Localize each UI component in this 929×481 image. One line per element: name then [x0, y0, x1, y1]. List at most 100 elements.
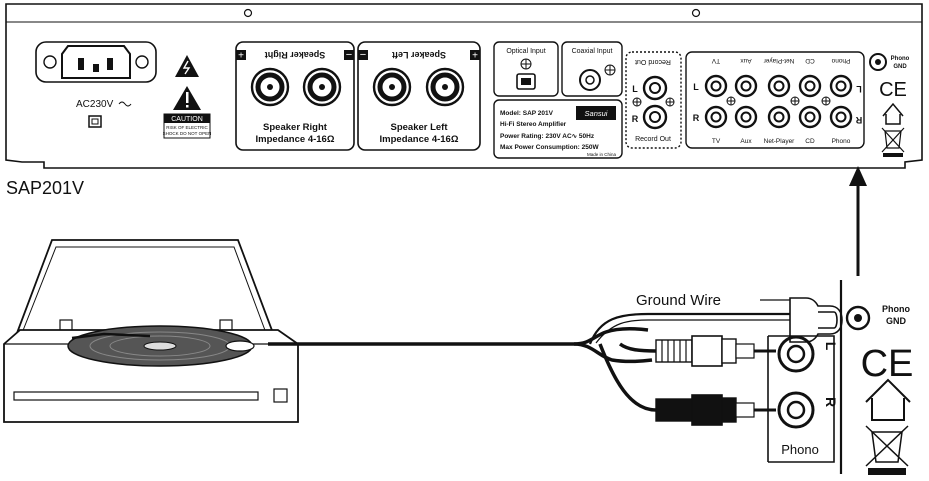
- jack-tv-left[interactable]: [704, 74, 728, 98]
- screw-icon: [691, 8, 701, 18]
- input-label-tv: TV: [712, 138, 721, 145]
- speaker-terminal-positive[interactable]: [425, 67, 465, 107]
- input-jacks-left-channel: [704, 74, 853, 98]
- speaker-terminal-negative[interactable]: [302, 67, 342, 107]
- inputs-R-left: R: [693, 113, 700, 123]
- callout-channel-R: R: [823, 397, 839, 407]
- ac-wave-icon: [118, 101, 132, 107]
- model-info-box: Model: SAP 201V Hi-Fi Stereo Amplifier P…: [493, 99, 623, 159]
- callout-phono-gnd-line1: Phono: [882, 304, 910, 314]
- inputs-R-right-mirrored: R: [855, 115, 862, 125]
- speaker-terminal-negative[interactable]: [372, 67, 412, 107]
- jack-aux-left[interactable]: [734, 74, 758, 98]
- input-label-net-player: Net-Player: [764, 138, 796, 145]
- info-model: Model: SAP 201V: [500, 110, 554, 117]
- record-out-label: Record Out: [635, 136, 671, 143]
- inputs-L-left: L: [693, 82, 699, 92]
- speaker-right-title: Speaker Right: [263, 122, 328, 133]
- ground-wire-label: Ground Wire: [636, 292, 721, 309]
- jack-cd-right[interactable]: [798, 105, 822, 129]
- speaker-left-terminals: − + Speaker Left Speaker Left Impedance …: [357, 41, 481, 151]
- optical-input-label: Optical Input: [506, 48, 545, 55]
- input-label-top-tv: TV: [711, 57, 720, 64]
- caution-title: CAUTION: [171, 116, 203, 123]
- input-label-top-phono: Phono: [831, 57, 850, 64]
- brand-logo: [576, 106, 616, 120]
- panel-ce-mark: CE: [879, 79, 907, 101]
- panel-phono-gnd-terminal[interactable]: [869, 53, 887, 71]
- record-out-left-jack[interactable]: [642, 75, 668, 101]
- record-out-L: L: [632, 84, 638, 94]
- svg-text:−: −: [346, 49, 352, 61]
- amplifier-rear-panel: AC230V CAUTION RISK OF ELECTRIC SHOCK DO…: [5, 3, 923, 169]
- callout-channel-L: L: [823, 342, 839, 351]
- inputs-L-right-mirrored: L: [856, 84, 862, 94]
- speaker-left-impedance: Impedance 4-16Ω: [380, 134, 459, 145]
- tonearm-icon: [71, 332, 151, 340]
- model-label: SAP201V: [6, 178, 84, 198]
- double-insulation-icon: [88, 115, 102, 128]
- speaker-left-title: Speaker Left: [390, 122, 448, 133]
- record-out-R: R: [632, 114, 639, 124]
- callout-phono-gnd-line2: GND: [886, 316, 907, 326]
- phono-callout-panel: L R Phono: [767, 280, 843, 474]
- info-description: Hi-Fi Stereo Amplifier: [500, 121, 567, 128]
- ground-screw-icon: [726, 96, 831, 106]
- jack-tv-right[interactable]: [704, 105, 728, 129]
- panel-phono-gnd-line2: GND: [893, 64, 907, 70]
- up-arrow-icon: [849, 166, 867, 276]
- speaker-right-impedance: Impedance 4-16Ω: [256, 134, 335, 145]
- screw-icon: [243, 8, 253, 18]
- info-power-rating: Power Rating: 230V AC∿ 50Hz: [500, 133, 595, 140]
- info-consumption: Max Power Consumption: 250W: [500, 144, 599, 151]
- indoor-use-icon: [882, 102, 904, 125]
- input-label-top-aux: Aux: [740, 57, 752, 64]
- input-label-aux: Aux: [740, 138, 752, 145]
- input-label-top-net-player: Net-Player: [763, 57, 795, 64]
- optical-input[interactable]: Optical Input: [493, 41, 559, 97]
- speaker-left-mirrored-label: Speaker Left: [392, 50, 446, 60]
- panel-phono-gnd-line1: Phono: [891, 56, 910, 62]
- callout-phono-gnd-terminal[interactable]: [845, 305, 871, 331]
- input-jacks-right-channel: [704, 105, 853, 129]
- caution-warning-icon: [173, 86, 201, 110]
- power-label: AC230V: [76, 99, 114, 110]
- svg-text:+: +: [238, 51, 244, 62]
- svg-text:−: −: [360, 49, 366, 61]
- rca-plug-right: [655, 394, 776, 426]
- callout-phono-label: Phono: [781, 442, 819, 457]
- turntable: [3, 239, 299, 423]
- coaxial-input[interactable]: Coaxial Input: [561, 41, 623, 97]
- caution-text-1: RISK OF ELECTRIC: [166, 125, 208, 130]
- input-label-phono: Phono: [832, 138, 851, 145]
- speaker-right-terminals: + − Speaker Right Speaker Right Impedanc…: [235, 41, 355, 151]
- record-out-right-jack[interactable]: [642, 104, 668, 130]
- turntable-button[interactable]: [273, 388, 288, 403]
- coaxial-input-label: Coaxial Input: [572, 48, 613, 55]
- input-label-cd: CD: [805, 138, 815, 145]
- caution-text-2: SHOCK DO NOT OPEN: [163, 131, 212, 136]
- speaker-terminal-positive[interactable]: [250, 67, 290, 107]
- jack-phono-right[interactable]: [829, 105, 853, 129]
- line-inputs-section: L R L R TV Aux Net-Player CD Phono: [685, 51, 865, 149]
- jack-net-player-left[interactable]: [767, 74, 791, 98]
- jack-net-player-right[interactable]: [767, 105, 791, 129]
- rca-plug-left: [655, 335, 776, 367]
- weee-bin-icon: [881, 127, 905, 157]
- power-inlet[interactable]: [35, 41, 157, 83]
- input-label-top-cd: CD: [805, 57, 815, 64]
- jack-aux-right[interactable]: [734, 105, 758, 129]
- electric-warning-icon: [175, 55, 199, 77]
- callout-indoor-use-icon: [865, 378, 911, 421]
- ground-wire: [588, 312, 790, 345]
- callout-weee-bin-icon: [865, 425, 909, 475]
- record-out-mirrored-label: Record Out: [635, 58, 671, 65]
- svg-text:+: +: [472, 51, 478, 62]
- callout-phono-left-jack[interactable]: [777, 335, 815, 373]
- speaker-right-mirrored-label: Speaker Right: [265, 50, 326, 60]
- jack-cd-left[interactable]: [798, 74, 822, 98]
- callout-ce-mark: CE: [861, 343, 914, 385]
- callout-phono-right-jack[interactable]: [777, 391, 815, 429]
- jack-phono-left[interactable]: [829, 74, 853, 98]
